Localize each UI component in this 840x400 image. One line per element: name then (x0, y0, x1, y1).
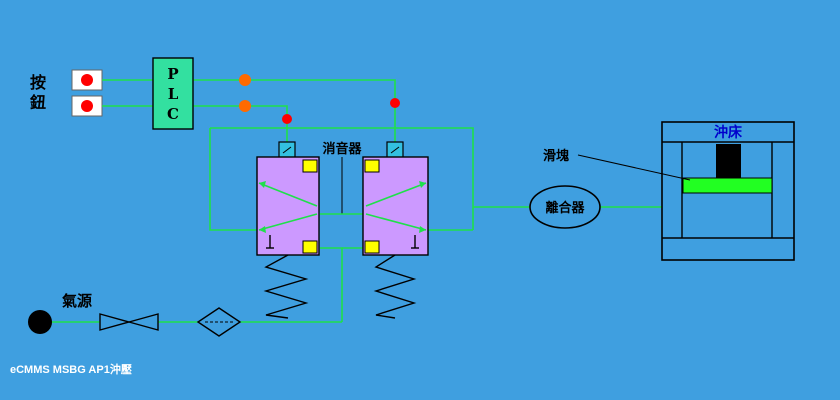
signal-indicator-2 (239, 100, 251, 112)
plc-unit[interactable]: P L C (152, 57, 194, 130)
air-source-label: 氣源 (62, 292, 92, 310)
slider-label: 滑塊 (543, 148, 569, 164)
press-machine[interactable]: 沖床 (661, 121, 795, 261)
button-label-top: 按 (30, 73, 46, 92)
air-filter[interactable] (196, 307, 242, 337)
clutch[interactable]: 離合器 (529, 185, 601, 229)
press-title: 沖床 (714, 124, 743, 141)
plc-box (152, 57, 194, 130)
plc-label-p: P (167, 65, 178, 83)
air-source[interactable]: 氣源 (28, 292, 92, 334)
port-right-bottom (364, 240, 380, 254)
port-left-bottom (302, 240, 318, 254)
slider-bar (682, 177, 773, 194)
solenoid-valve-left[interactable] (256, 141, 320, 319)
valve-body-right (362, 156, 429, 256)
valve-body-left (256, 156, 320, 256)
footer-caption: eCMMS MSBG AP1沖壓 (10, 362, 132, 376)
signal-indicator-1 (239, 74, 251, 86)
solenoid-valve-right[interactable] (362, 141, 429, 319)
button-label-bottom: 鈕 (30, 93, 46, 112)
wire-network (50, 79, 662, 323)
port-right-top (364, 159, 380, 173)
air-source-dot (28, 310, 52, 334)
push-button-2-indicator (81, 100, 93, 112)
clutch-label: 離合器 (545, 200, 585, 216)
push-button-group: 按 鈕 (30, 69, 103, 117)
shutoff-valve[interactable] (99, 313, 159, 331)
muffler-label: 消音器 (322, 141, 362, 157)
port-left-top (302, 159, 318, 173)
valve-1-signal-dot (282, 114, 292, 124)
plc-label-l: L (168, 85, 179, 103)
valve-2-signal-dot (390, 98, 400, 108)
plc-label-c: C (167, 105, 179, 123)
slider-block (716, 144, 741, 178)
push-button-1-indicator (81, 74, 93, 86)
slider-leader-line (577, 154, 691, 181)
clutch-outline (529, 185, 601, 229)
